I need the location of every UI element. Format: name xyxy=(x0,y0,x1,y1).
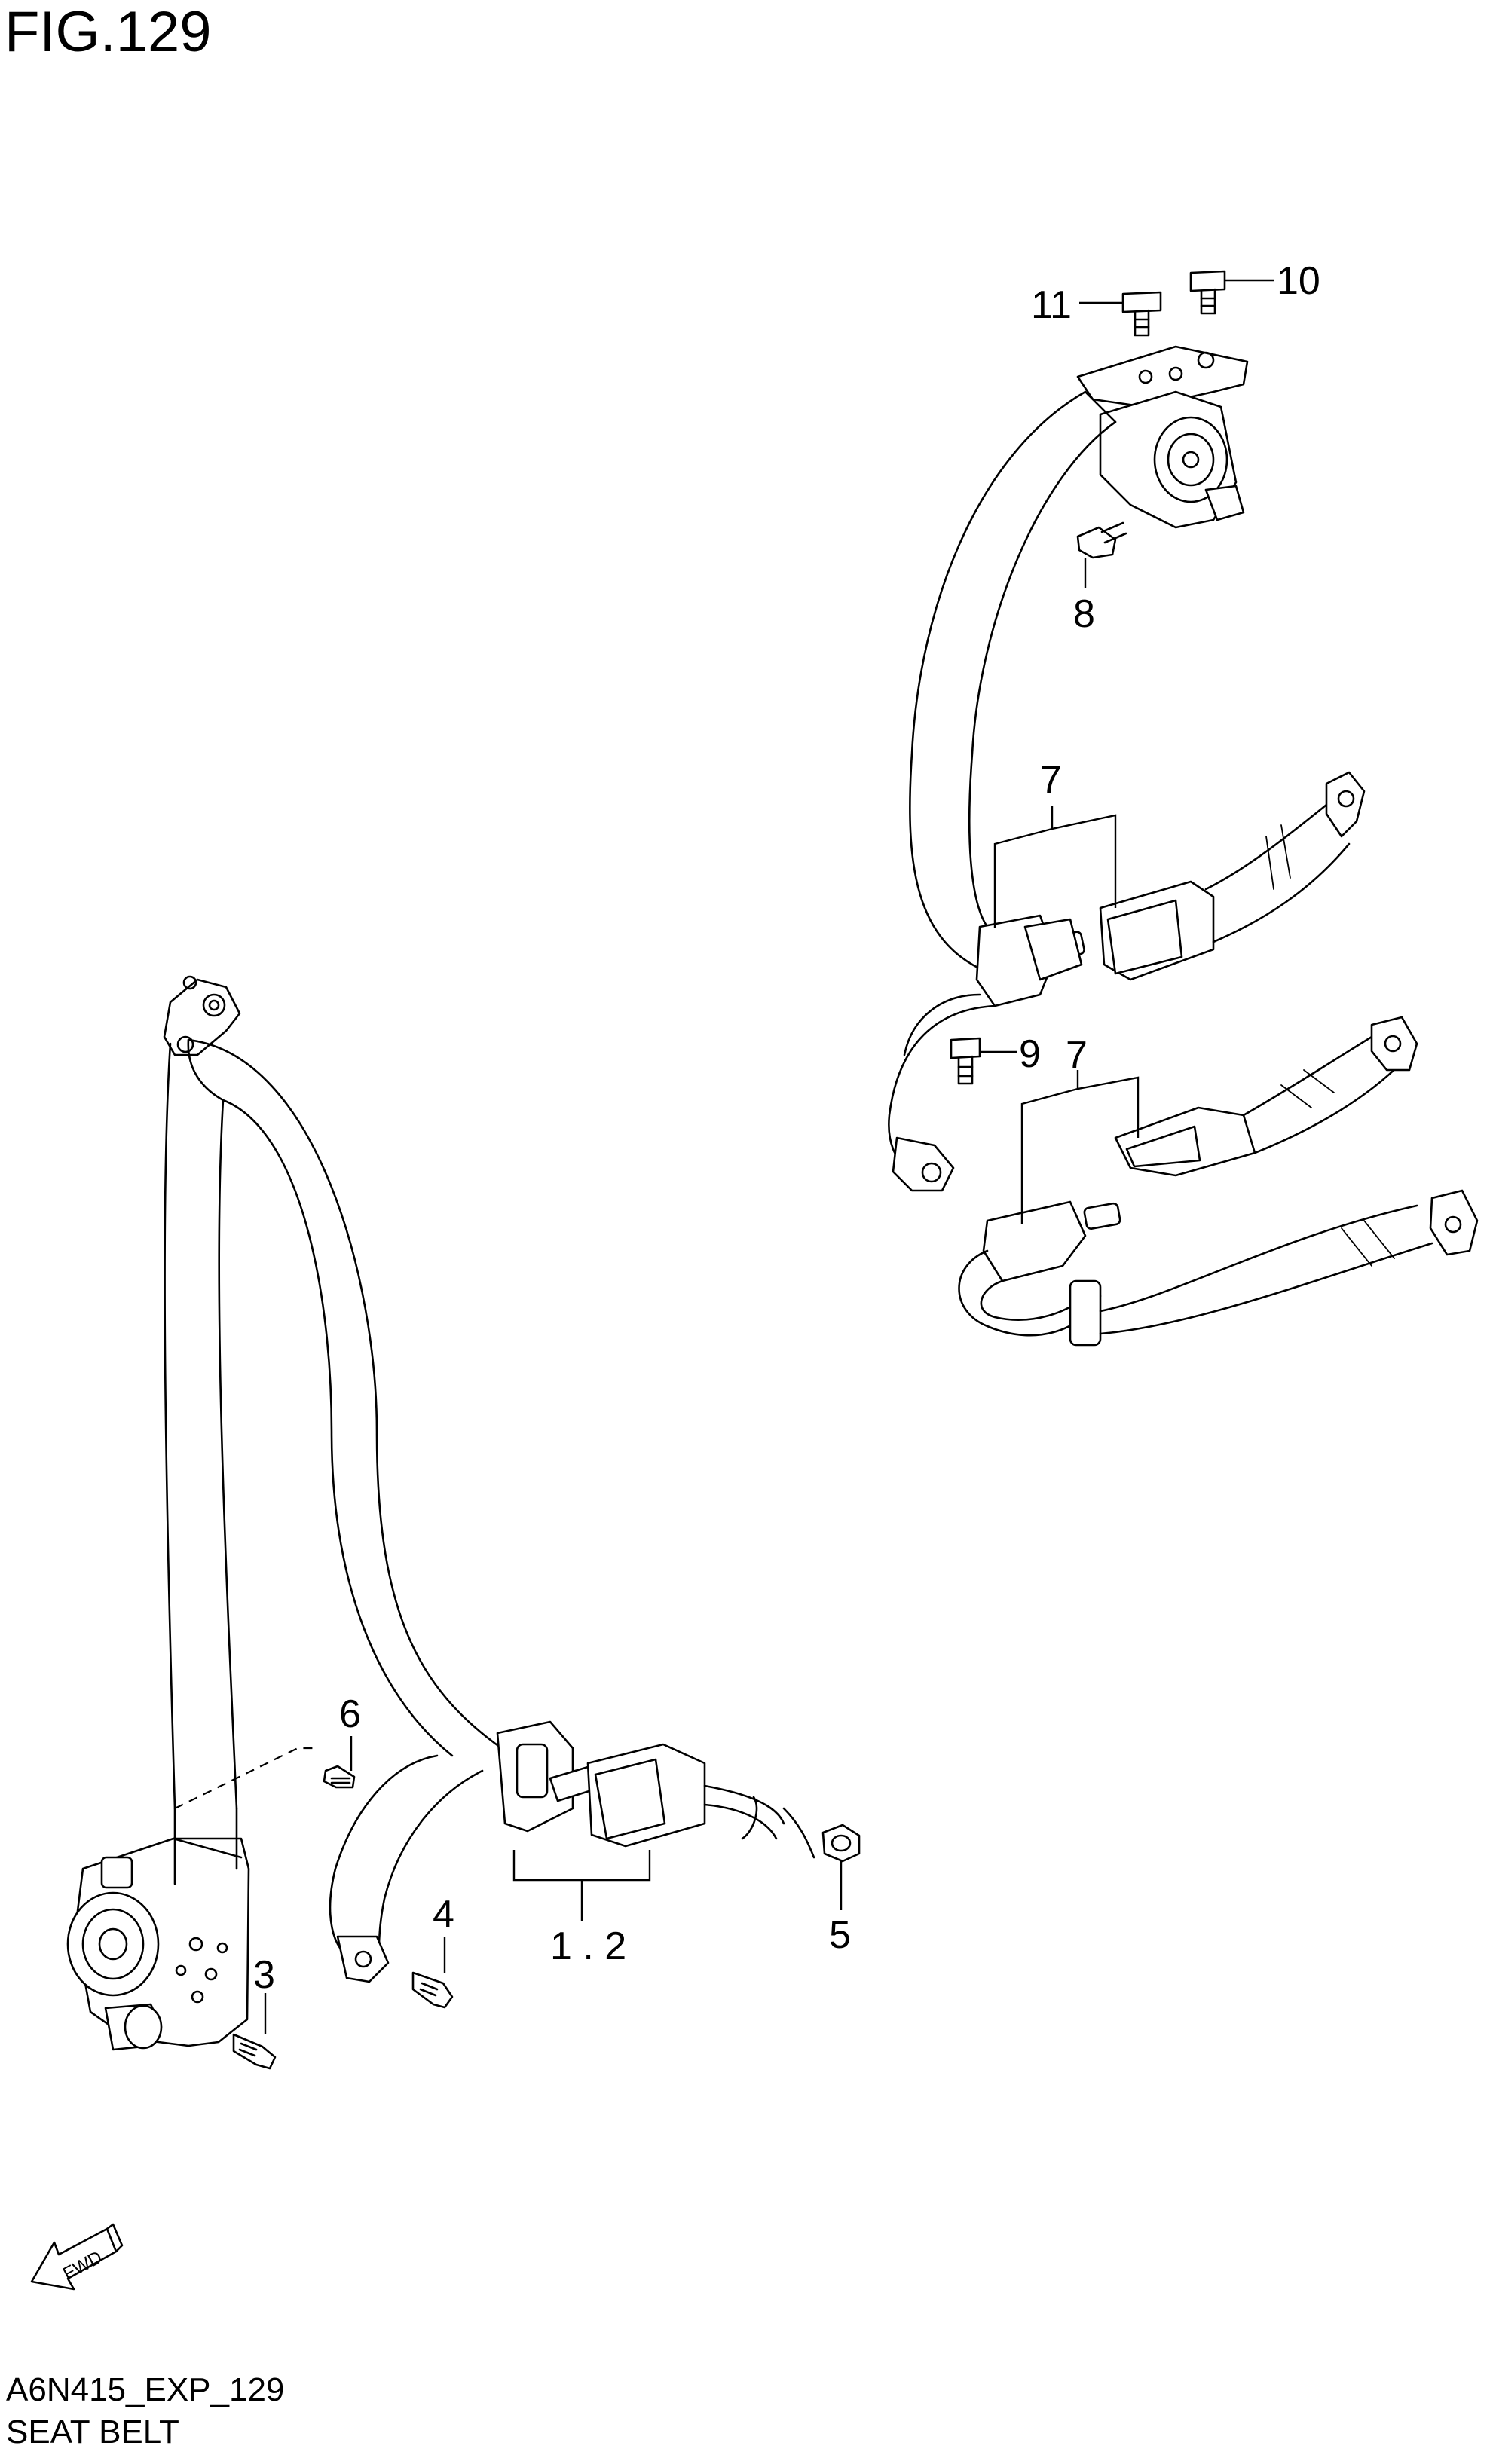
callout-6: 6 xyxy=(339,1692,361,1736)
bolt-10-icon xyxy=(1189,270,1226,315)
callout-labels: 11 10 8 7 9 7 6 4 1 . 2 5 3 xyxy=(253,259,1320,1997)
callout-3: 3 xyxy=(253,1953,275,1997)
bolt-11-icon xyxy=(1121,291,1162,337)
figure-title: FIG.129 xyxy=(5,0,212,64)
callout-7-lower: 7 xyxy=(1066,1034,1088,1078)
bolt-9-icon xyxy=(950,1037,981,1085)
callout-7-upper: 7 xyxy=(1040,758,1062,802)
rear-seat-belt-assembly xyxy=(888,270,1479,1347)
callout-11: 11 xyxy=(1031,283,1072,327)
callout-10: 10 xyxy=(1277,259,1320,303)
leader-lines xyxy=(264,279,1274,2034)
bolt-4-icon xyxy=(411,1971,454,2009)
forward-arrow-icon: FWD xyxy=(30,2223,124,2291)
callout-9: 9 xyxy=(1019,1032,1041,1076)
bolt-6-icon xyxy=(323,1765,356,1789)
front-seat-belt-assembly xyxy=(66,975,861,2070)
callout-5: 5 xyxy=(829,1913,851,1957)
bolt-8-icon xyxy=(1076,521,1127,559)
nut-5-icon xyxy=(821,1824,861,1863)
callout-4: 4 xyxy=(433,1893,454,1937)
figure-code: A6N415_EXP_129 xyxy=(6,2371,285,2408)
figure-name: SEAT BELT xyxy=(6,2414,179,2450)
bolt-3-icon xyxy=(232,2033,277,2070)
callout-8: 8 xyxy=(1073,592,1095,636)
callout-1-2: 1 . 2 xyxy=(550,1924,626,1968)
